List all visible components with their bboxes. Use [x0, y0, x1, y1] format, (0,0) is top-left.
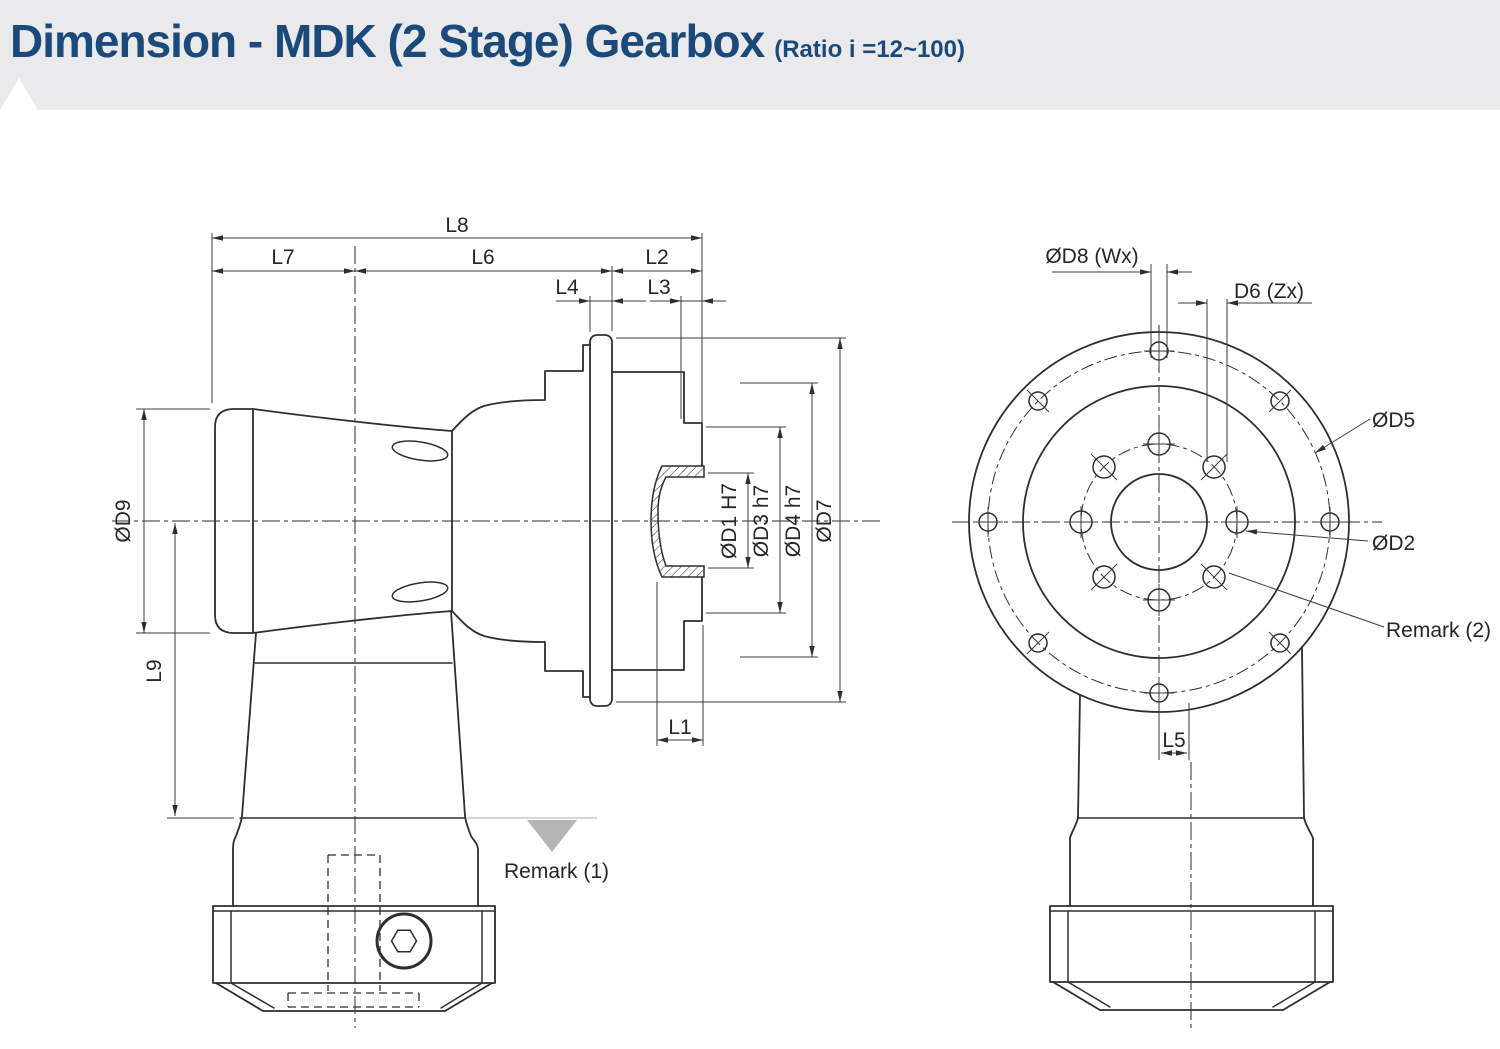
side-view-labels: L8 L7 L6 L2 L4 L3 L1 ØD9 L9 ØD1 H7 ØD3 h… — [112, 214, 836, 739]
dimension-arrowhead — [837, 691, 843, 702]
outer-bolt-holes — [973, 336, 1345, 708]
dimension-arrowhead — [745, 557, 751, 568]
dimension-arrowhead — [212, 268, 223, 274]
dimension-arrowhead — [657, 737, 668, 743]
dimension-arrowhead — [702, 298, 713, 304]
dimension-arrowhead — [777, 427, 783, 438]
side-view: L8 L7 L6 L2 L4 L3 L1 ØD9 L9 ØD1 H7 ØD3 h… — [112, 214, 880, 1028]
hidden-lines — [287, 854, 420, 1008]
front-view-labels: ØD8 (Wx) D6 (Zx) ØD5 ØD2 Remark (2) L5 — [1045, 245, 1491, 752]
dimension-arrowhead — [1167, 269, 1178, 275]
housing-circle — [1022, 385, 1296, 659]
dimension-arrowhead — [1161, 750, 1172, 756]
front-view-outline — [968, 331, 1350, 1011]
dimension-arrowhead — [691, 268, 702, 274]
front-view-centerlines — [952, 325, 1382, 1028]
dimension-arrowhead — [1140, 269, 1151, 275]
dimension-arrowhead — [172, 523, 178, 534]
dim-label-l3: L3 — [647, 276, 670, 299]
dimension-arrowhead — [1246, 529, 1258, 535]
dim-label-l7: L7 — [271, 246, 294, 269]
dim-label-l8: L8 — [445, 214, 468, 237]
remark-triangle-icon — [527, 820, 577, 852]
dimension-arrowhead — [579, 298, 590, 304]
dimension-arrowhead — [141, 622, 147, 633]
dimension-arrowhead — [692, 737, 703, 743]
dimension-arrowhead — [1315, 444, 1326, 453]
side-view-centerlines — [112, 246, 880, 1028]
dim-label-d3: ØD3 h7 — [750, 485, 773, 557]
dim-label-l1: L1 — [668, 716, 691, 739]
dimension-arrowhead — [809, 646, 815, 657]
dim-label-l5: L5 — [1162, 729, 1185, 752]
dim-label-l9: L9 — [143, 659, 166, 682]
dimension-arrowhead — [1227, 300, 1238, 306]
dimension-arrowhead — [809, 383, 815, 394]
bore-circle — [1110, 473, 1208, 571]
side-view-dimension-lines — [141, 235, 843, 816]
dimension-arrowhead — [612, 268, 623, 274]
dimension-arrowhead — [1176, 750, 1187, 756]
dim-label-d7: ØD7 — [813, 499, 836, 542]
front-view-dimension-lines — [1052, 269, 1385, 756]
dimension-arrowhead — [172, 805, 178, 816]
dimension-arrowhead — [837, 338, 843, 349]
dim-label-l4: L4 — [555, 276, 579, 299]
dimension-arrowhead — [141, 409, 147, 420]
dimension-arrowhead — [355, 268, 366, 274]
title-ratio-note: (Ratio i =12~100) — [774, 36, 965, 63]
dim-label-d8: ØD8 (Wx) — [1045, 245, 1138, 268]
dimension-arrowhead — [344, 268, 355, 274]
dimension-arrowhead — [601, 268, 612, 274]
hollow-shaft-section — [650, 465, 705, 578]
dim-label-d1: ØD1 H7 — [718, 483, 741, 559]
dim-label-d2: ØD2 — [1372, 532, 1415, 555]
dimension-arrowhead — [745, 473, 751, 484]
title-text: Dimension - MDK (2 Stage) Gearbox — [10, 15, 765, 67]
dim-label-l6: L6 — [471, 246, 494, 269]
page-title: Dimension - MDK (2 Stage) Gearbox (Ratio … — [10, 14, 965, 68]
remark-2-label: Remark (2) — [1386, 619, 1491, 642]
dimension-arrowhead — [212, 235, 223, 241]
remark-1-label: Remark (1) — [504, 860, 609, 883]
dimension-arrowhead — [691, 235, 702, 241]
header-notch-decoration — [0, 78, 38, 110]
header-band: Dimension - MDK (2 Stage) Gearbox (Ratio … — [0, 0, 1500, 110]
front-view: ØD8 (Wx) D6 (Zx) ØD5 ØD2 Remark (2) L5 — [952, 245, 1491, 1028]
dim-label-d9: ØD9 — [112, 499, 135, 542]
dimension-arrowhead — [670, 298, 681, 304]
inner-bolt-holes — [1065, 428, 1253, 616]
dim-label-d6: D6 (Zx) — [1234, 280, 1304, 303]
socket-screw — [375, 912, 433, 970]
dim-label-l2: L2 — [645, 246, 668, 269]
dimension-arrowhead — [777, 602, 783, 613]
dim-label-d5: ØD5 — [1372, 409, 1415, 432]
remark-1: Remark (1) — [466, 817, 609, 883]
dim-label-d4: ØD4 h7 — [782, 485, 805, 557]
side-view-outline — [212, 334, 705, 1012]
front-view-extension-lines — [1150, 264, 1228, 760]
dimension-arrowhead — [612, 298, 623, 304]
dimension-arrowhead — [1196, 300, 1207, 306]
